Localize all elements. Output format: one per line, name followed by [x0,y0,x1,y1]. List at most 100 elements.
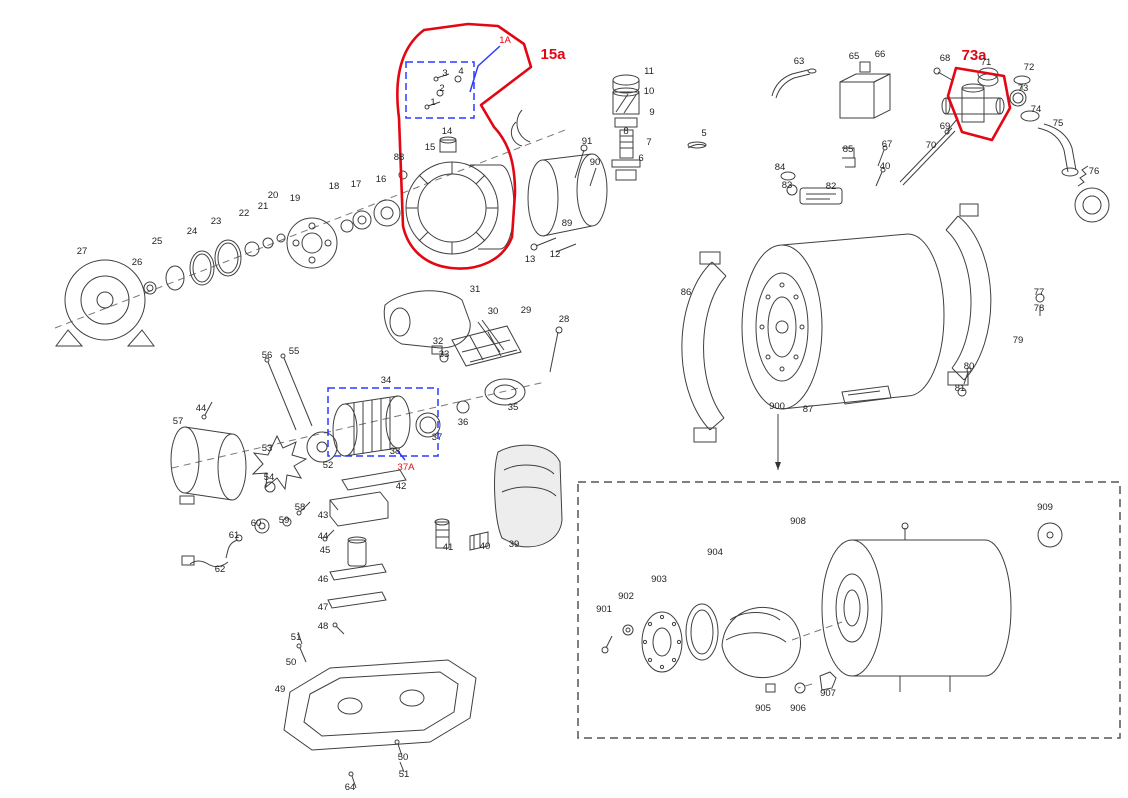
part-label-69-83: 69 [940,121,951,132]
callout-leader-1A [469,45,501,93]
part-label-16-11: 16 [376,174,387,185]
part-label-4-16: 4 [458,66,463,77]
part-label-44-59: 44 [318,531,329,542]
part-label-87-99: 87 [803,404,814,415]
part-label-40-62: 40 [480,541,491,552]
part-label-81-97: 81 [955,383,966,394]
part-label-84-88: 84 [775,162,786,173]
callout-box-1A [405,61,475,119]
part-label-900-98: 900 [769,401,785,412]
part-label-35-49: 35 [508,402,519,413]
base-drawing [283,631,477,789]
part-label-31-33: 31 [470,284,481,295]
part-label-10-22: 10 [644,86,655,97]
part-label-18-9: 18 [329,181,340,192]
part-label-902-101: 902 [618,591,634,602]
part-label-30-34: 30 [488,306,499,317]
part-label-6-26: 6 [638,153,643,164]
highlight-region-73a [946,66,1012,142]
part-label-60-54: 60 [251,518,262,529]
part-label-14-14: 14 [442,126,453,137]
part-label-27-0: 27 [77,246,88,257]
part-label-44-42: 44 [196,403,207,414]
casing-drawing [527,144,608,253]
part-label-41-61: 41 [443,542,454,553]
part-label-80-96: 80 [964,361,975,372]
part-label-79-95: 79 [1013,335,1024,346]
part-label-34-39: 34 [381,375,392,386]
part-label-908-104: 908 [790,516,806,527]
part-label-23-4: 23 [211,216,222,227]
part-label-906-107: 906 [790,703,806,714]
plug-stack-drawing [611,74,707,181]
callout-box-37A [327,387,439,457]
part-label-25-2: 25 [152,236,163,247]
part-label-43-58: 43 [318,510,329,521]
part-label-1A-19: 1A [499,35,511,46]
part-label-29-35: 29 [521,305,532,316]
part-label-90-29: 90 [590,157,601,168]
part-label-19-8: 19 [290,193,301,204]
part-label-77-93: 77 [1034,287,1045,298]
part-label-24-3: 24 [187,226,198,237]
callout-leader-37A [396,449,406,461]
part-label-51-71: 51 [399,769,410,780]
part-label-64-72: 64 [345,782,356,793]
part-label-61-55: 61 [229,530,240,541]
part-label-36-48: 36 [458,417,469,428]
part-label-50-70: 50 [398,752,409,763]
ejector-drawing [383,290,563,438]
part-label-11-21: 11 [644,66,654,77]
part-label-901-100: 901 [596,604,612,615]
part-label-909-105: 909 [1037,502,1053,513]
part-label-33-38: 33 [439,349,450,360]
part-label-15a-20: 15a [540,46,566,63]
part-label-65-74: 65 [849,51,860,62]
part-label-55-41: 55 [289,346,300,357]
part-label-47-65: 47 [318,602,329,613]
part-label-8-24: 8 [623,126,628,137]
part-label-907-108: 907 [820,688,836,699]
screw-set-drawing [424,73,462,110]
highlight-region-15a [396,22,533,270]
part-label-71-78: 71 [981,57,992,68]
part-label-5-27: 5 [701,128,706,139]
part-label-7-25: 7 [646,137,651,148]
part-label-58-52: 58 [295,502,306,513]
pump-assembly-drawing [54,129,566,469]
part-label-75-82: 75 [1053,118,1064,129]
part-label-22-5: 22 [239,208,250,219]
part-label-73a-77: 73a [961,47,987,64]
part-label-83-89: 83 [782,180,793,191]
part-label-26-1: 26 [132,257,143,268]
part-label-905-106: 905 [755,703,771,714]
part-label-45-60: 45 [320,545,331,556]
part-label-88-12: 88 [394,152,405,163]
tank-assembly-drawing [681,61,1110,470]
part-label-89-30: 89 [562,218,573,229]
part-label-76-87: 76 [1089,166,1100,177]
part-label-54-51: 54 [264,472,275,483]
part-label-49-69: 49 [275,684,286,695]
part-label-38-46: 38 [390,446,401,457]
terminal-box-drawing [322,469,407,635]
part-label-39-63: 39 [509,539,520,550]
part-label-51-67: 51 [291,632,302,643]
part-label-42-57: 42 [396,481,407,492]
part-label-15-13: 15 [425,142,436,153]
electrics-drawing [181,501,311,568]
part-label-56-40: 56 [262,350,273,361]
part-label-20-7: 20 [268,190,279,201]
part-label-17-10: 17 [351,179,362,190]
part-label-40-86: 40 [880,161,891,172]
part-label-46-64: 46 [318,574,329,585]
part-label-57-43: 57 [173,416,184,427]
part-label-62-56: 62 [215,564,226,575]
part-label-63-73: 63 [794,56,805,67]
part-label-2-17: 2 [439,83,444,94]
tank-internals-drawing [601,522,1063,694]
part-label-1-18: 1 [430,97,435,108]
